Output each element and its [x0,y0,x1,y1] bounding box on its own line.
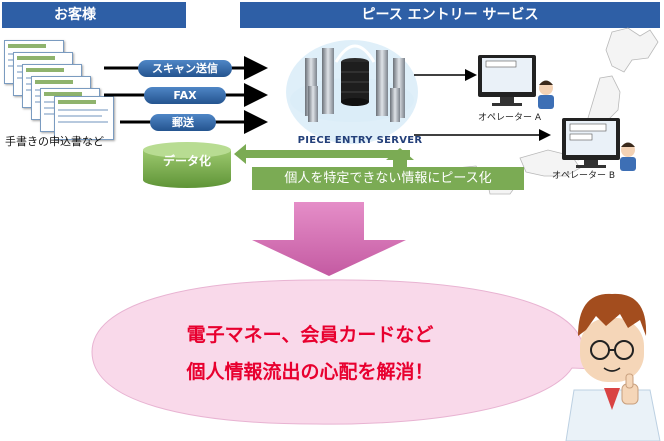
customer-header-label: お客様 [54,7,96,23]
service-header-label: ピース エントリー サービス [361,7,539,23]
operator-a-terminal [478,55,554,109]
operator-a-label: オペレーター A [478,113,542,123]
server-cluster [286,40,418,144]
data-conversion-label: データ化 [162,154,211,168]
speech-bubble [91,279,622,425]
form-sheet [54,96,114,140]
customer-header: お客様 [2,2,186,28]
data-cylinder [143,142,231,188]
presenter-character [565,293,661,441]
forms-caption: 手書きの申込書など [5,135,104,148]
message-line-1: 電子マネー、会員カードなど [186,324,434,346]
fax-label: FAX [144,87,226,104]
scan-send-label: スキャン送信 [138,60,232,77]
service-header: ピース エントリー サービス [240,2,660,28]
operator-b-terminal [562,118,636,171]
operator-b-label: オペレーター B [552,171,616,181]
piece-conversion-box: 個人を特定できない情報にピース化 [252,167,524,190]
message-line-2: 個人情報流出の心配を解消！ [186,361,434,383]
mail-label: 郵送 [150,114,216,131]
server-label: PIECE ENTRY SERVER [297,135,423,146]
